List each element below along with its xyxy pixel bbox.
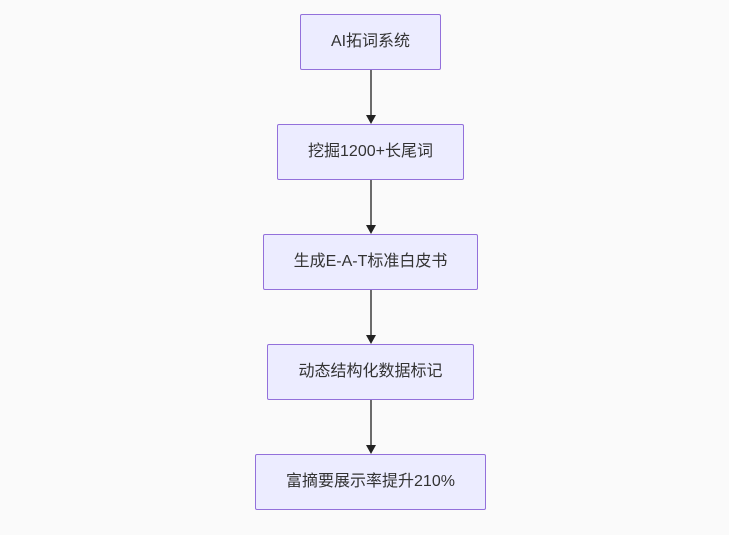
arrow-down-edge-4: [365, 400, 377, 454]
arrow-down-edge-2: [365, 180, 377, 234]
arrow-line: [369, 290, 372, 339]
flow-node-ai-word-system: AI拓词系统: [299, 14, 442, 70]
flow-node-structured-data: 动态结构化数据标记: [267, 344, 474, 400]
flow-node-label: AI拓词系统: [330, 33, 411, 50]
flow-node-label: 动态结构化数据标记: [298, 363, 443, 380]
arrow-down-edge-3: [365, 290, 377, 344]
flow-node-label: 富摘要展示率提升210%: [286, 473, 455, 490]
arrow-line: [369, 70, 372, 119]
flow-node-longtail-words: 挖掘1200+长尾词: [277, 124, 464, 180]
arrowhead-down-icon: [365, 115, 376, 124]
arrowhead-down-icon: [365, 445, 376, 454]
arrow-down-edge-1: [365, 70, 377, 124]
arrowhead-down-icon: [365, 225, 376, 234]
flow-node-eat-whitepaper: 生成E-A-T标准白皮书: [262, 234, 479, 290]
flow-node-rich-snippet-rate: 富摘要展示率提升210%: [255, 454, 486, 510]
arrowhead-down-icon: [365, 335, 376, 344]
flow-node-label: 挖掘1200+长尾词: [308, 143, 433, 160]
flowchart-canvas: AI拓词系统 挖掘1200+长尾词 生成E-A-T标准白皮书 动态结构化数据标记…: [6, 0, 729, 535]
arrow-line: [369, 180, 372, 229]
flow-node-label: 生成E-A-T标准白皮书: [293, 253, 448, 270]
arrow-line: [369, 400, 372, 449]
